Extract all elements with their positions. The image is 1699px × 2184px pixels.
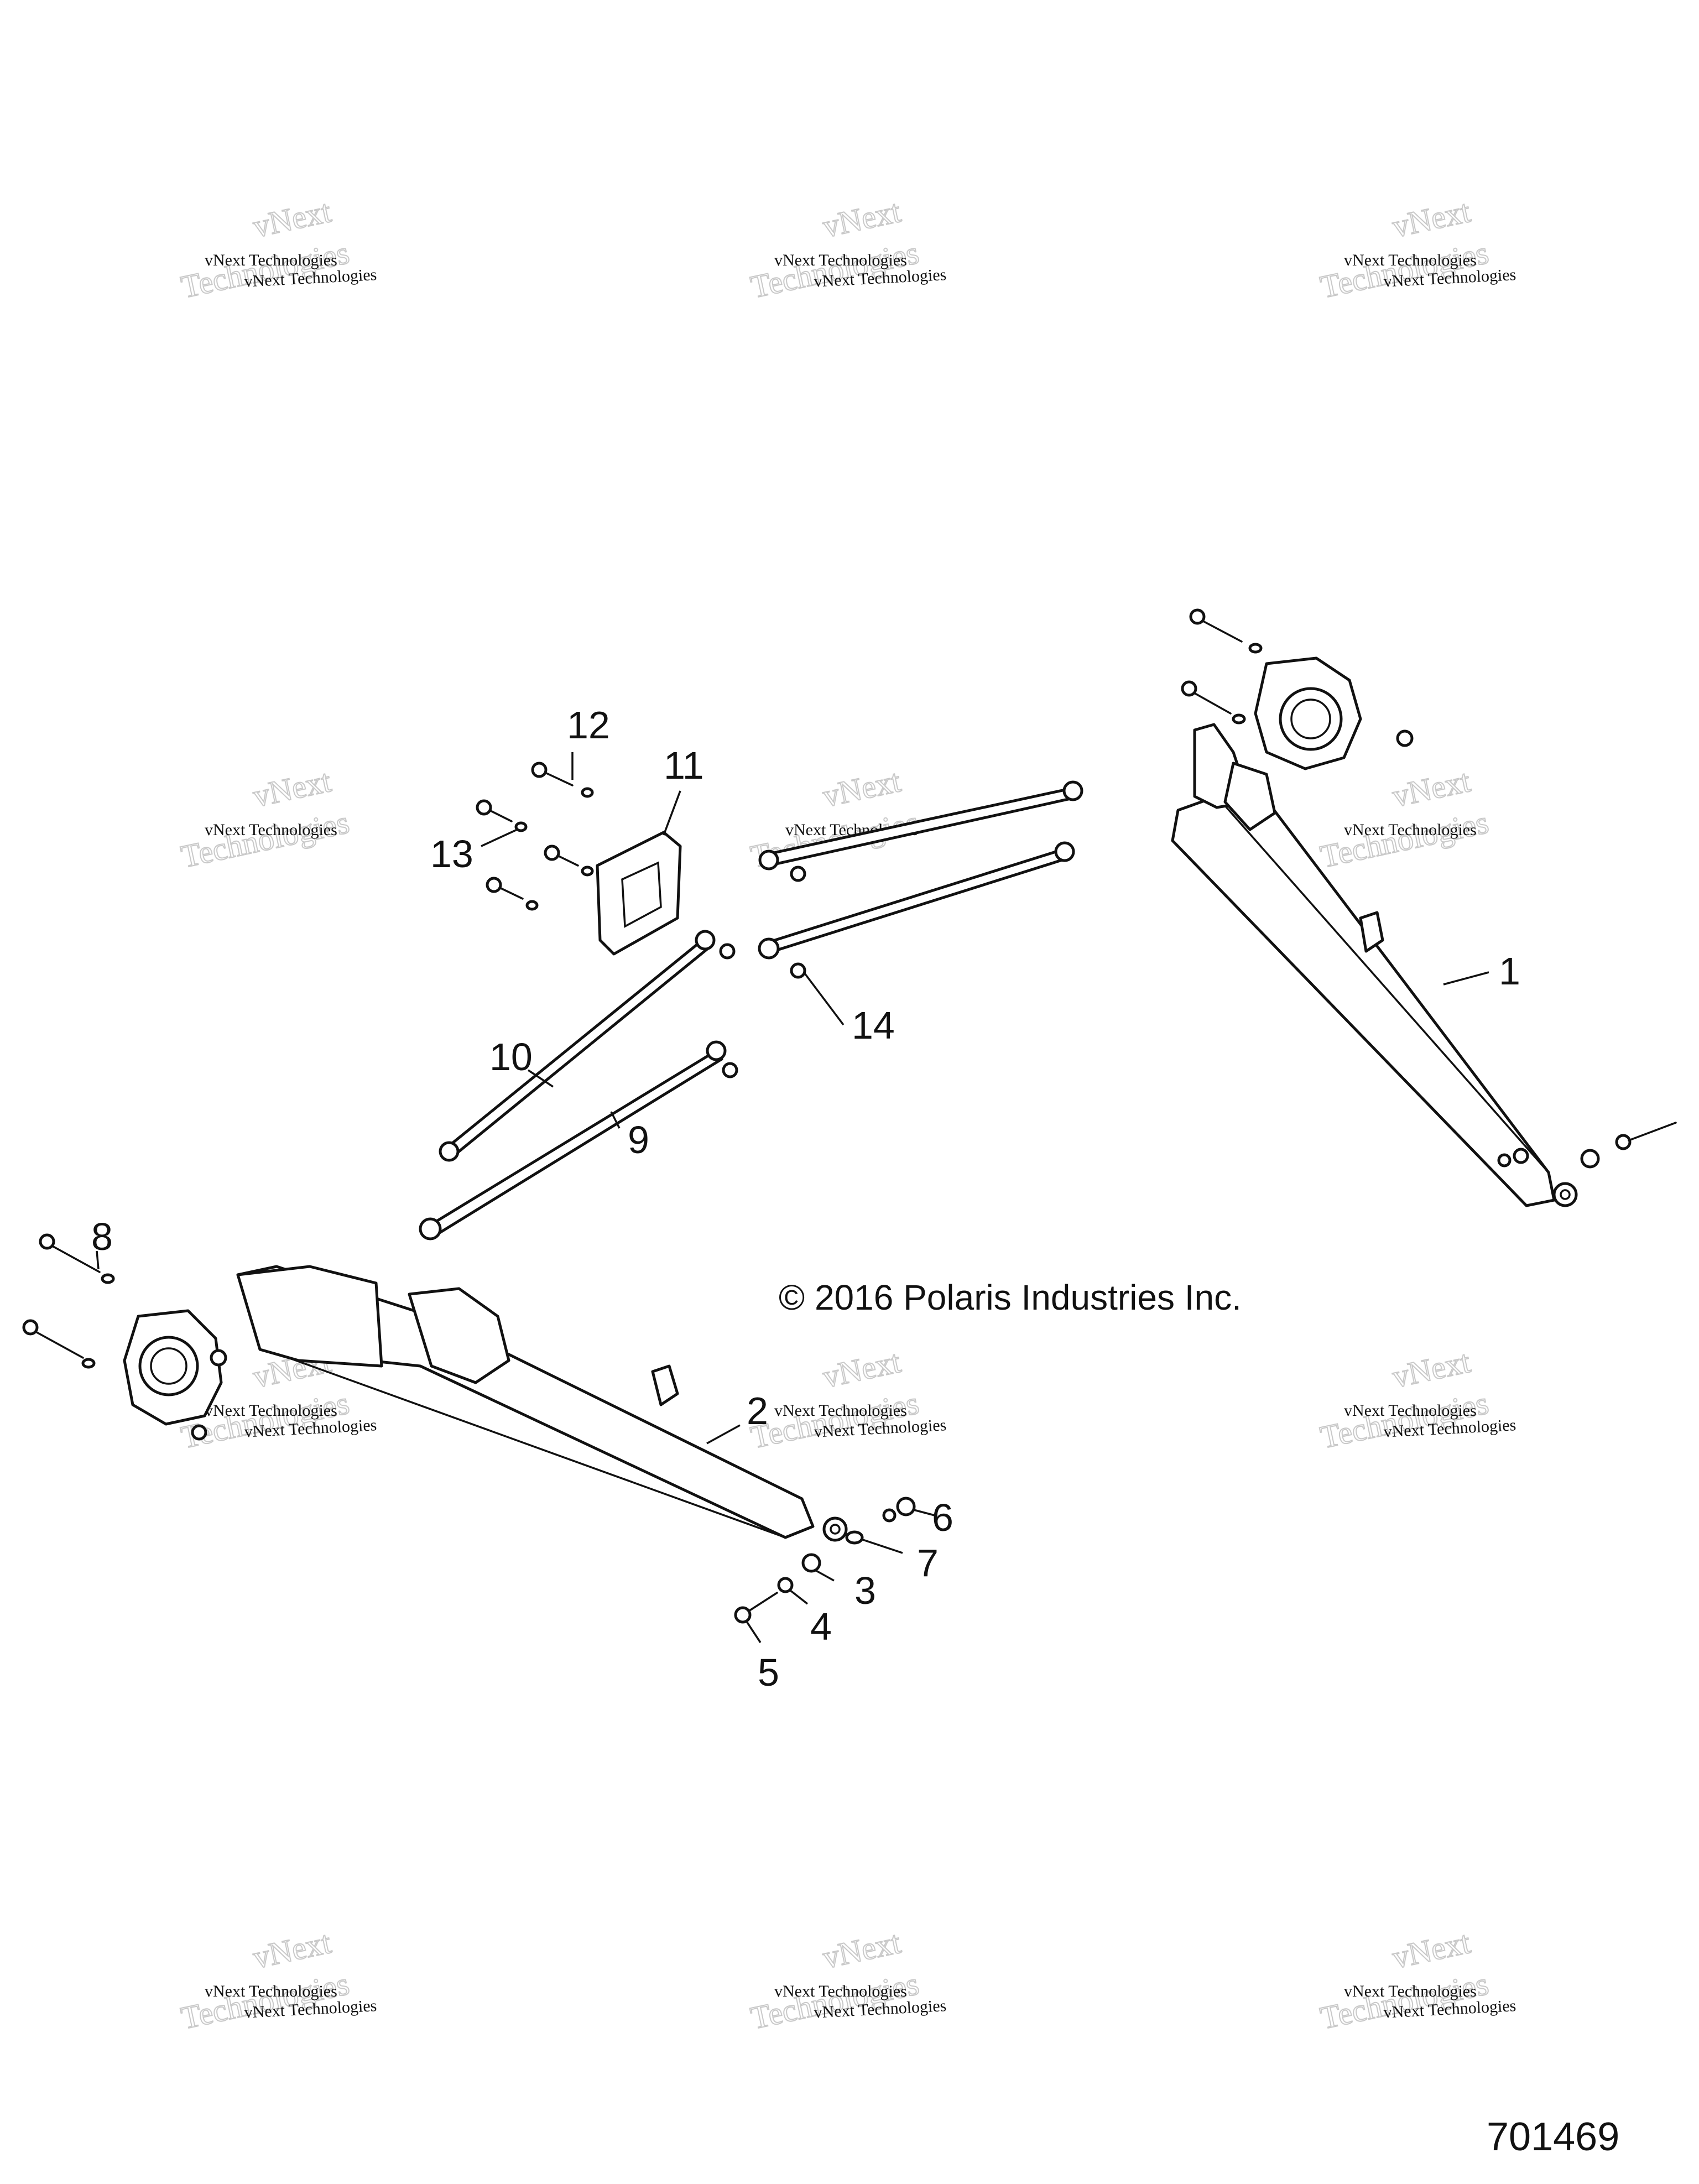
callout-4: 4	[810, 1605, 832, 1648]
bushing-3	[801, 1553, 821, 1573]
svg-text:Technologies: Technologies	[1317, 804, 1492, 875]
watermark-9: vNext Technologies vNext Technologies vN…	[1317, 1343, 1516, 1456]
callout-5: 5	[758, 1651, 779, 1694]
watermark-4: vNext Technologies vNext Technologies	[178, 762, 353, 875]
callout-1: 1	[1499, 950, 1520, 993]
svg-text:vNext Technologies: vNext Technologies	[205, 1982, 337, 2000]
callout-9: 9	[628, 1118, 649, 1161]
watermark-1: vNext Technologies vNext Technologies vN…	[178, 192, 377, 305]
callout-11: 11	[664, 744, 704, 787]
leader-lines	[96, 752, 1489, 1643]
svg-text:vNext Technologies: vNext Technologies	[774, 1982, 907, 2000]
watermark-10: vNext Technologies vNext Technologies vN…	[178, 1924, 377, 2036]
hardware-right	[1181, 608, 1677, 1169]
svg-text:vNext: vNext	[820, 763, 904, 814]
svg-text:vNext: vNext	[1389, 763, 1473, 814]
control-arm-10	[439, 930, 716, 1162]
upper-link-front	[758, 841, 1075, 960]
svg-text:Technologies: Technologies	[178, 804, 352, 875]
callout-6: 6	[932, 1496, 953, 1539]
callout-8: 8	[91, 1215, 113, 1258]
watermark-8: vNext Technologies vNext Technologies vN…	[747, 1343, 947, 1456]
svg-text:vNext Technologies: vNext Technologies	[205, 1401, 337, 1420]
svg-text:vNext: vNext	[1389, 193, 1473, 244]
watermark-12: vNext Technologies vNext Technologies vN…	[1317, 1924, 1516, 2036]
svg-text:vNext Technologies: vNext Technologies	[774, 1401, 907, 1420]
nut-6	[896, 1497, 916, 1516]
mounting-bracket-11	[596, 831, 682, 956]
copyright-notice: © 2016 Polaris Industries Inc.	[779, 1278, 1242, 1317]
svg-text:vNext: vNext	[1389, 1343, 1473, 1395]
upper-link-rear	[758, 780, 1083, 871]
bearing-carrier-left	[123, 1309, 223, 1426]
bolts-12-13	[476, 762, 594, 911]
svg-text:vNext Technologies: vNext Technologies	[205, 821, 337, 839]
svg-text:vNext: vNext	[820, 193, 904, 244]
callout-2: 2	[747, 1389, 768, 1432]
watermark-2: vNext Technologies vNext Technologies vN…	[747, 192, 947, 305]
svg-text:vNext Technologies: vNext Technologies	[774, 251, 907, 269]
bearing-carrier-right	[1254, 656, 1362, 770]
svg-text:vNext Technologies: vNext Technologies	[1344, 821, 1477, 839]
callout-10: 10	[489, 1035, 533, 1078]
svg-text:vNext: vNext	[1389, 1924, 1473, 1975]
callout-14: 14	[852, 1004, 895, 1047]
svg-text:vNext: vNext	[250, 193, 334, 244]
callout-12: 12	[567, 703, 610, 747]
watermark-3: vNext Technologies vNext Technologies vN…	[1317, 192, 1516, 305]
nut-14	[790, 962, 806, 979]
svg-text:vNext: vNext	[250, 1924, 334, 1975]
svg-text:vNext: vNext	[820, 1343, 904, 1395]
svg-text:vNext: vNext	[820, 1924, 904, 1975]
svg-text:vNext Technologies: vNext Technologies	[1344, 1982, 1477, 2000]
svg-text:vNext Technologies: vNext Technologies	[1344, 1401, 1477, 1420]
svg-text:vNext: vNext	[250, 763, 334, 814]
control-arm-9	[419, 1040, 727, 1240]
watermark-6: vNext Technologies vNext Technologies	[1317, 762, 1492, 875]
callout-13: 13	[430, 832, 473, 875]
watermark-11: vNext Technologies vNext Technologies vN…	[747, 1924, 947, 2036]
svg-text:vNext Technologies: vNext Technologies	[1344, 251, 1477, 269]
trailing-arm-left	[236, 1265, 848, 1542]
link-nuts	[719, 866, 806, 1078]
svg-text:vNext Technologies: vNext Technologies	[205, 251, 337, 269]
hardware-left	[22, 1233, 916, 1624]
o-ring-7	[845, 1530, 864, 1545]
washer-4	[777, 1577, 794, 1593]
drawing-number: 701469	[1487, 2115, 1619, 2159]
trailing-arm-right	[1171, 723, 1578, 1207]
callout-3: 3	[854, 1569, 876, 1612]
callout-7: 7	[917, 1541, 939, 1584]
